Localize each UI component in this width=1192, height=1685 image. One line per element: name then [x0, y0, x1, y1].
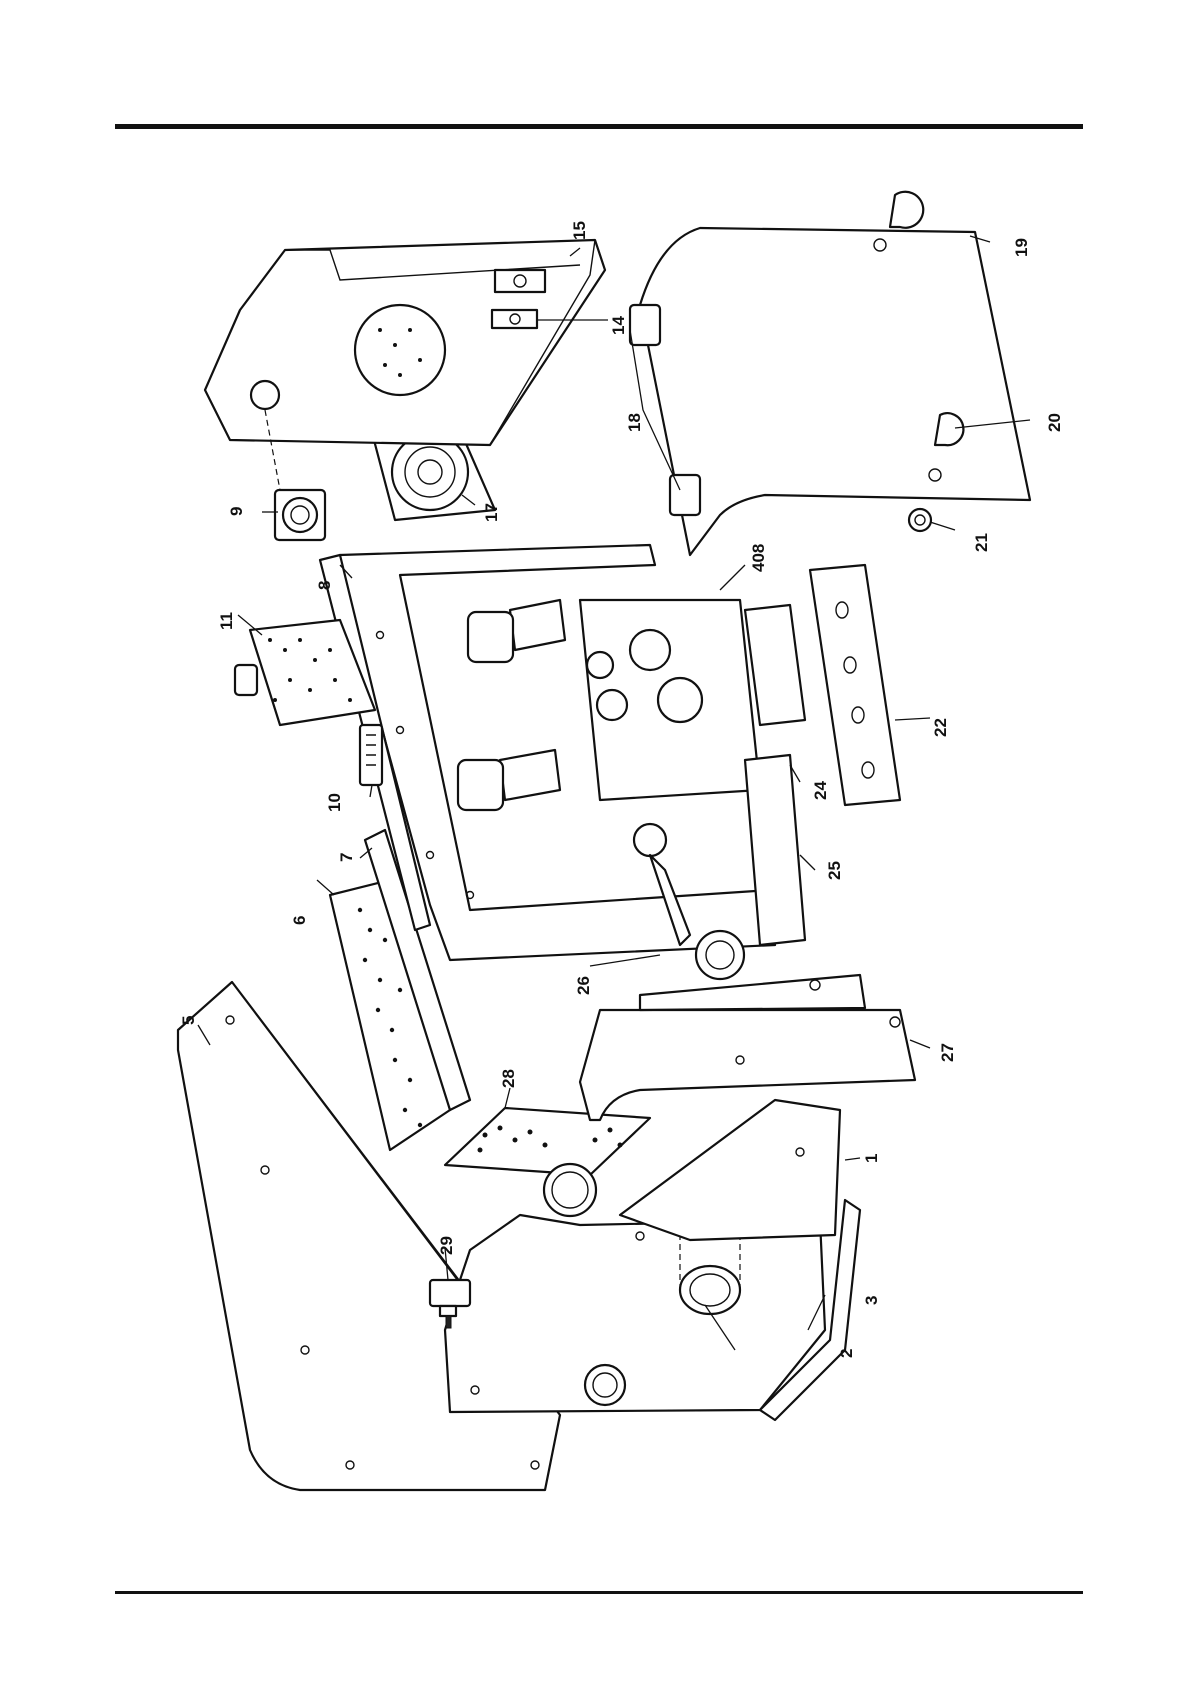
part-10-connector — [360, 725, 382, 785]
callout-3: 3 — [862, 1296, 881, 1305]
callout-24: 24 — [811, 781, 830, 800]
part-9-socket — [275, 490, 325, 540]
callout-21: 21 — [972, 533, 991, 552]
part-18-hinge-upper — [630, 305, 660, 345]
callout-15: 15 — [570, 221, 589, 240]
callout-1: 1 — [862, 1154, 881, 1163]
callout-11: 11 — [217, 612, 236, 630]
callout-18: 18 — [625, 413, 644, 432]
callout-19: 19 — [1012, 238, 1031, 257]
callout-8: 8 — [315, 581, 334, 590]
part-21-knob — [909, 509, 931, 531]
callout-9: 9 — [227, 507, 246, 516]
callout-20: 20 — [1045, 413, 1064, 432]
part-18-hinge-lower — [670, 475, 700, 515]
callout-26: 26 — [574, 976, 593, 995]
part-20-latch — [935, 413, 963, 445]
callout-22: 22 — [931, 718, 950, 737]
part-22-rail — [810, 565, 900, 805]
callout-7: 7 — [337, 853, 356, 862]
callout-10: 10 — [325, 793, 344, 812]
part-19-side-cover — [630, 192, 1030, 555]
callout-17: 17 — [482, 503, 501, 522]
part-1-chassis-bar — [620, 1100, 840, 1240]
latch-top — [890, 192, 923, 228]
callout-6: 6 — [290, 916, 309, 925]
callout-408: 408 — [749, 544, 768, 572]
part-24-mount-plate — [745, 605, 805, 725]
callout-25: 25 — [825, 861, 844, 880]
callout-2: 2 — [837, 1349, 856, 1358]
callout-28: 28 — [499, 1069, 518, 1088]
callout-29: 29 — [437, 1236, 456, 1255]
callout-27: 27 — [938, 1043, 957, 1062]
part-28-connector-board — [445, 1108, 650, 1216]
callout-14: 14 — [609, 316, 628, 335]
callout-5: 5 — [179, 1016, 198, 1025]
part-2-fitting — [680, 1266, 740, 1314]
part-27-bracket — [580, 975, 915, 1120]
